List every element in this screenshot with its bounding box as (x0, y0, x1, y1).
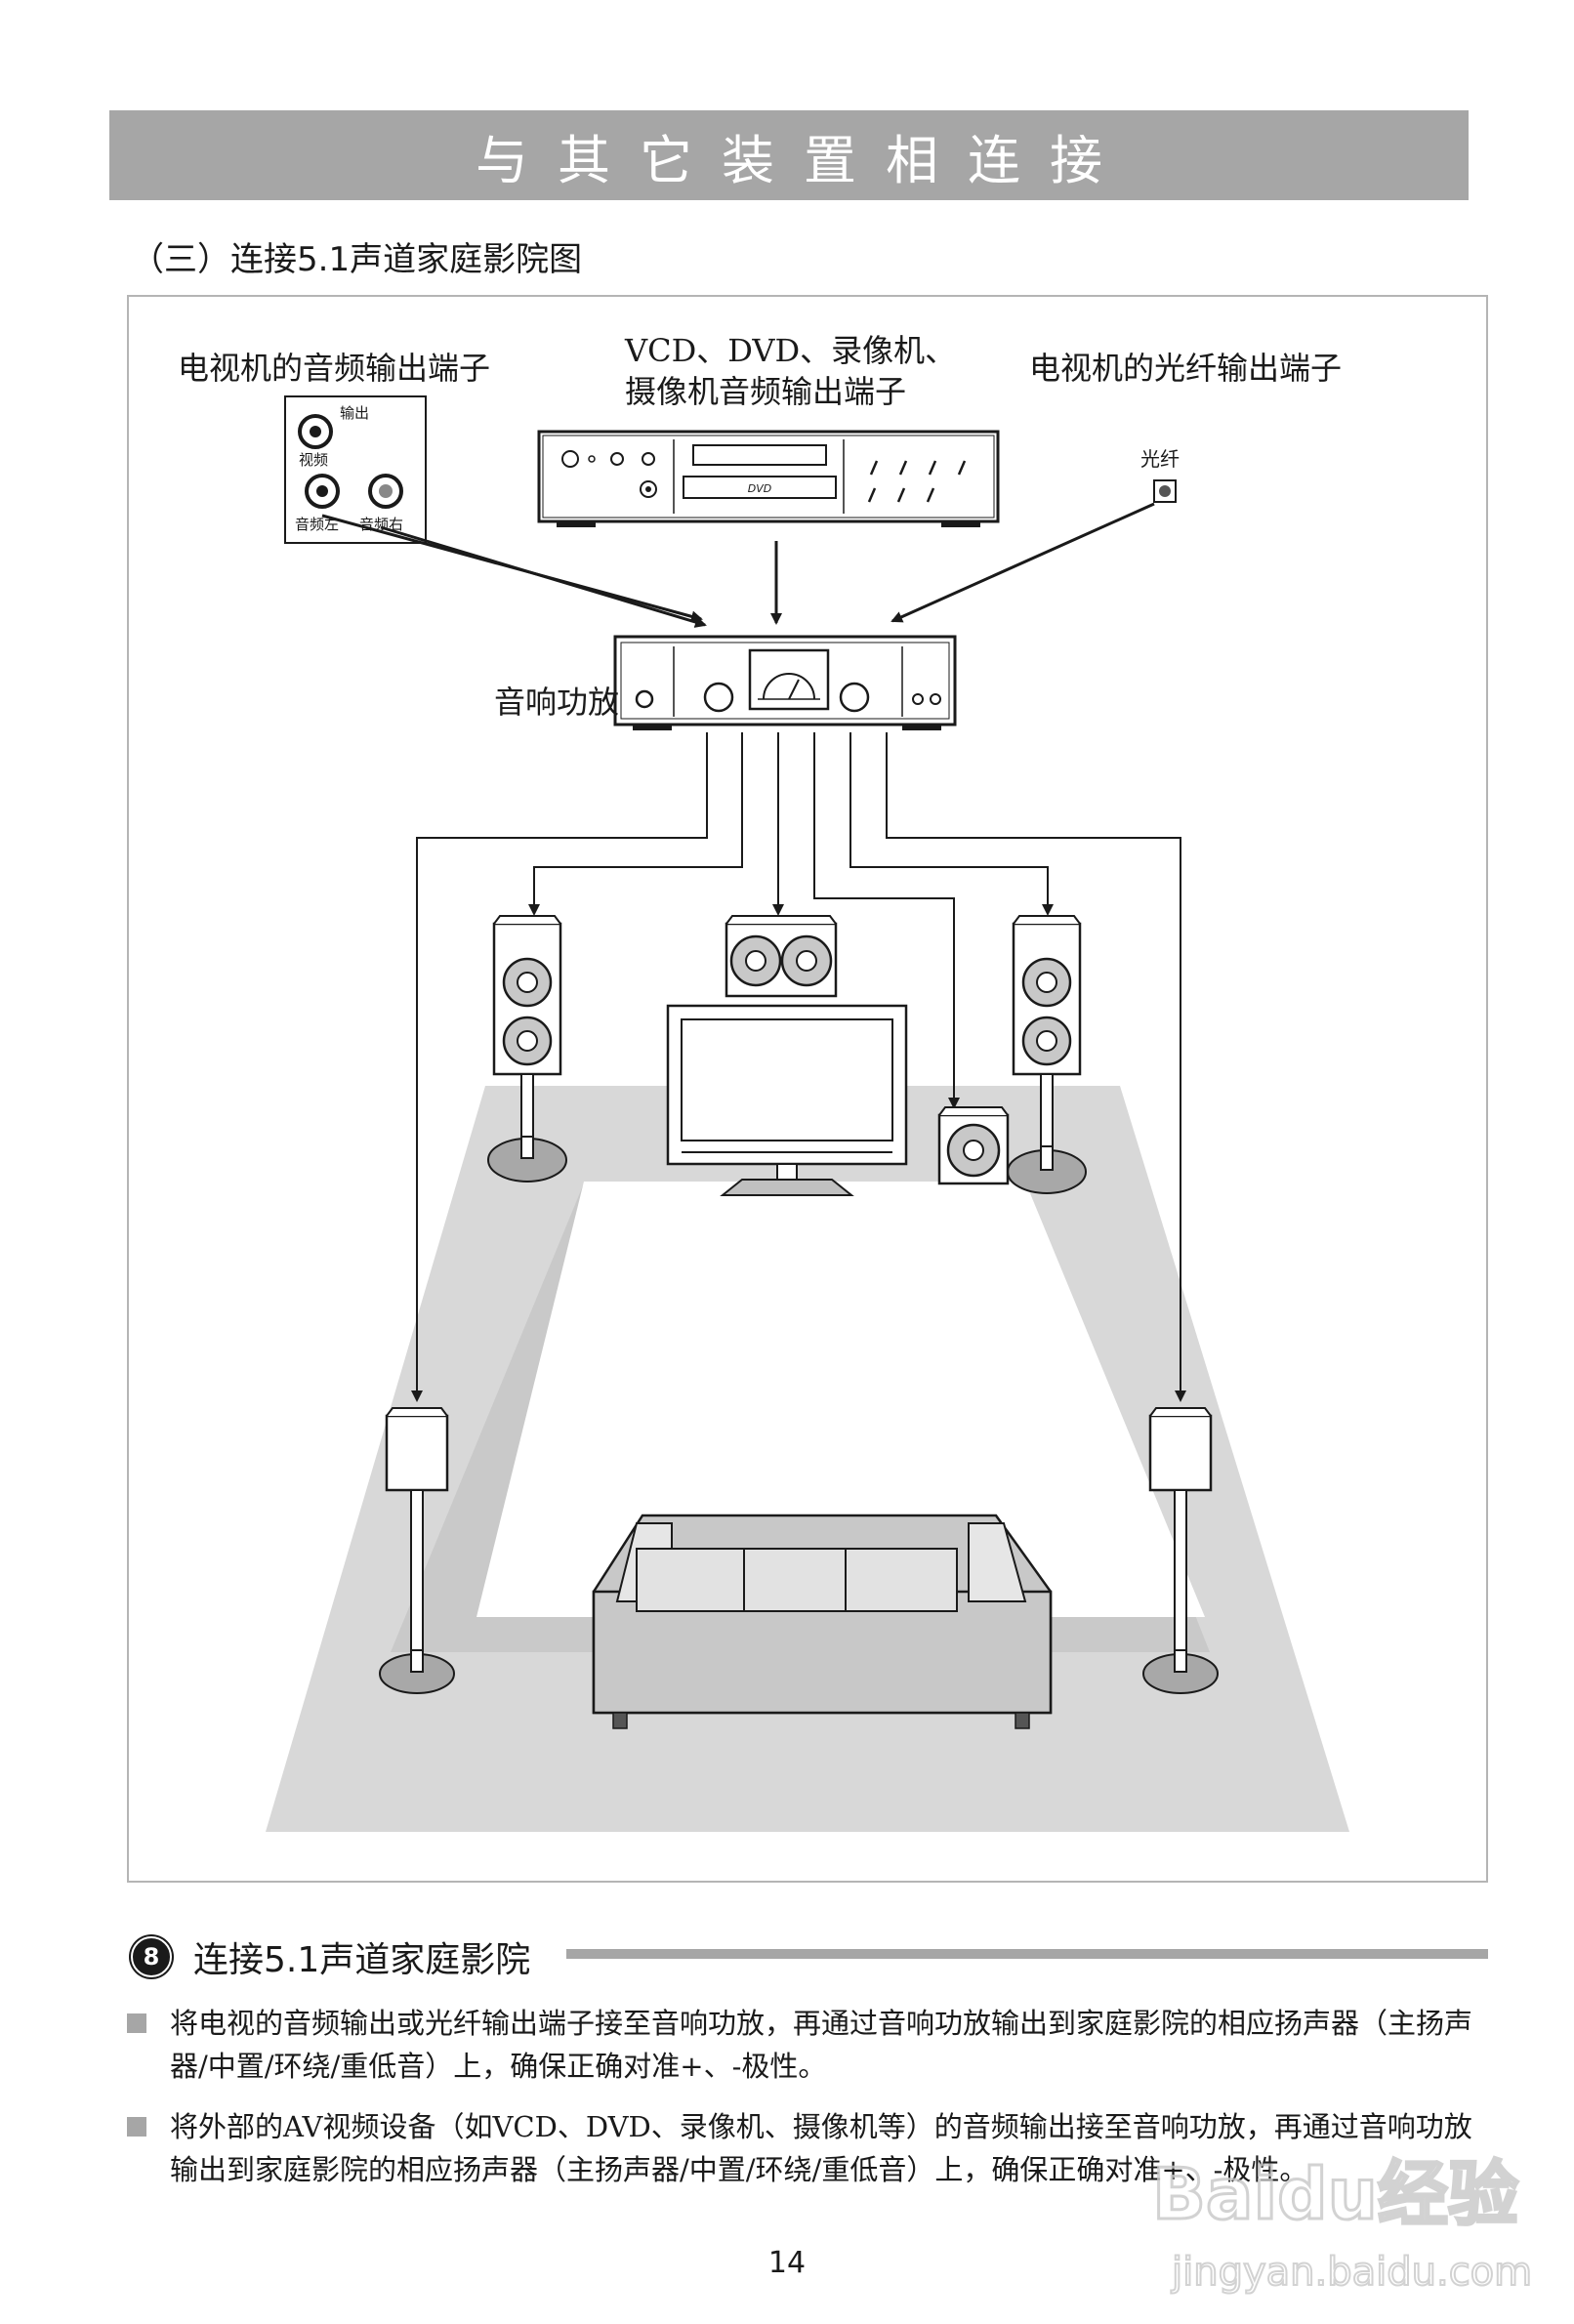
section-title: 连接5.1声道家庭影院 (193, 1940, 531, 1980)
jack-audio-left-label: 音频左 (295, 516, 340, 533)
front-right-speaker (1007, 915, 1087, 1194)
jack-output-label: 输出 (340, 404, 370, 422)
amplifier-label: 音响功放 (494, 684, 620, 721)
subwoofer (937, 1106, 1010, 1185)
jack-audio-right-label: 音频右 (359, 516, 404, 533)
tv-optical-jack (1153, 479, 1177, 503)
watermark-brand: Baidu经验 (1152, 2153, 1518, 2235)
source-label-line1: VCD、DVD、录像机、 (625, 332, 957, 369)
diagram-frame: DVD (127, 295, 1488, 1883)
tv-audio-jack-panel (284, 395, 427, 544)
bullet-item-1: 将电视的音频输出或光纤输出端子接至音响功放，再通过音响功放输出到家庭影院的相应扬… (127, 2002, 1494, 2088)
banner-title: 与其它装置相连接 (476, 129, 1132, 191)
jack-video-label: 视频 (299, 451, 329, 469)
amplifier-unit (613, 635, 957, 730)
dvd-player: DVD (537, 430, 1000, 527)
bullet-text-2: 将外部的AV视频设备（如VCD、DVD、录像机、摄像机等）的音频输出接至音响功放… (170, 2110, 1472, 2186)
surround-right-speaker (1142, 1407, 1219, 1694)
tv-audio-out-label: 电视机的音频输出端子 (178, 350, 491, 387)
television (666, 1004, 908, 1196)
front-left-speaker (487, 915, 567, 1183)
section-heading: 8 连接5.1声道家庭影院 (131, 1931, 530, 1982)
dvd-logo: DVD (748, 482, 771, 495)
baidu-watermark: Baidu经验 jingyan.baidu.com (1151, 2152, 1534, 2297)
bullet-square-icon (127, 2013, 146, 2033)
speaker-wires (411, 732, 1186, 1402)
tv-optical-out-label: 电视机的光纤输出端子 (1029, 350, 1343, 387)
bullet-square-icon (127, 2117, 146, 2137)
section-number-badge: 8 (131, 1936, 172, 1977)
page-number: 14 (767, 2246, 807, 2280)
optical-jack-label: 光纤 (1140, 447, 1180, 471)
watermark-url: jingyan.baidu.com (1171, 2250, 1532, 2295)
center-speaker (725, 915, 838, 998)
bullet-item-2: 将外部的AV视频设备（如VCD、DVD、录像机、摄像机等）的音频输出接至音响功放… (127, 2105, 1494, 2191)
source-label-line2: 摄像机音频输出端子 (625, 373, 907, 410)
diagram-subtitle: （三）连接5.1声道家庭影院图 (131, 240, 583, 279)
sofa (592, 1514, 1053, 1729)
page-banner: 与其它装置相连接 (109, 110, 1469, 200)
bullet-text-1: 将电视的音频输出或光纤输出端子接至音响功放，再通过音响功放输出到家庭影院的相应扬… (170, 2007, 1473, 2083)
section-rule (566, 1949, 1488, 1959)
wiring-diagram: DVD (266, 395, 1349, 1832)
input-arrows (321, 502, 1155, 628)
surround-left-speaker (379, 1407, 455, 1694)
